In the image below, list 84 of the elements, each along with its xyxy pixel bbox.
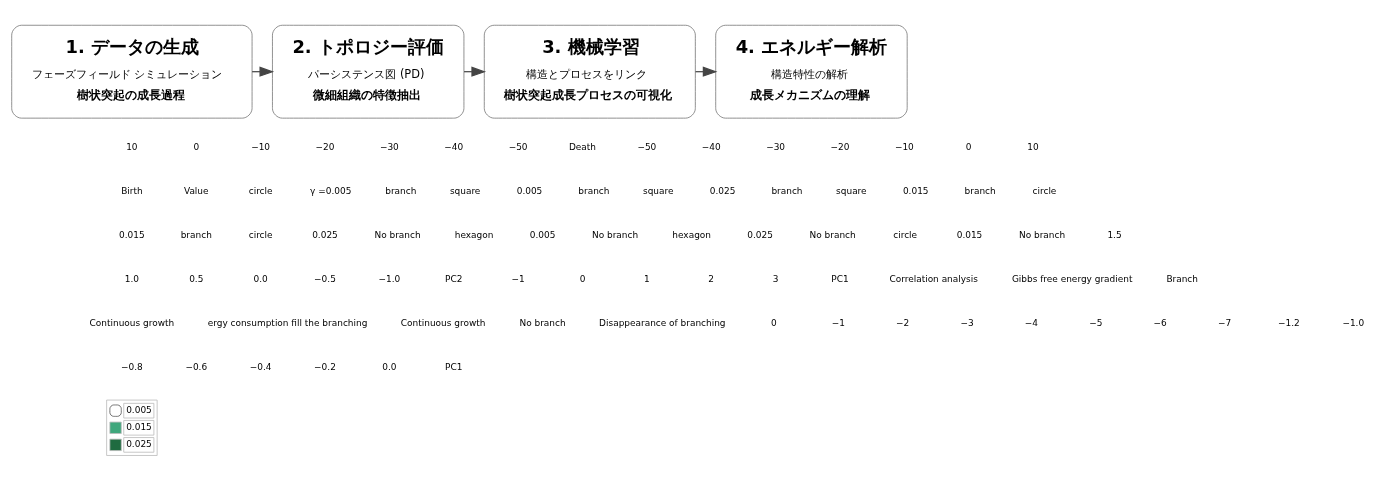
label: No branch xyxy=(1018,229,1066,240)
label: Gibbs free energy gradient xyxy=(1011,273,1133,284)
label: 0.0 xyxy=(382,361,397,372)
label: −2 xyxy=(896,317,910,328)
label: Disappearance of branching xyxy=(599,317,726,328)
label: 0 xyxy=(579,273,586,284)
label: −6 xyxy=(1153,317,1167,328)
label: hexagon xyxy=(454,229,494,240)
label: 1.0 xyxy=(124,273,140,284)
label: −40 xyxy=(701,141,721,152)
label: −20 xyxy=(315,141,335,152)
label: PC2 xyxy=(445,273,463,284)
label: −20 xyxy=(830,141,850,152)
label: 1.5 xyxy=(1107,229,1122,240)
label: 0.005 xyxy=(516,185,543,196)
label: 0 xyxy=(965,141,972,152)
label: −0.4 xyxy=(249,361,272,372)
label: 0 xyxy=(771,317,777,328)
label: −1 xyxy=(511,273,525,284)
label: −10 xyxy=(251,141,271,152)
label: 0.0 xyxy=(253,273,268,284)
label: −3 xyxy=(960,317,974,328)
label: Birth xyxy=(121,185,143,196)
legend-label: 0.005 xyxy=(126,404,152,415)
label: γ =0.005 xyxy=(310,185,352,196)
label: −5 xyxy=(1089,317,1103,328)
label: branch xyxy=(180,229,212,240)
label: 1 xyxy=(644,273,650,284)
label: −50 xyxy=(508,141,528,152)
legend-label: 0.025 xyxy=(126,438,152,449)
label: −0.5 xyxy=(314,273,336,284)
label: ergy consumption fill the branching xyxy=(207,317,368,328)
label: 2 xyxy=(708,273,715,284)
label: Correlation analysis xyxy=(889,273,978,284)
label: No branch xyxy=(592,229,639,240)
label: −0.8 xyxy=(121,361,143,372)
label: −7 xyxy=(1217,317,1232,328)
label: −50 xyxy=(637,141,657,152)
label: −0.2 xyxy=(314,361,336,372)
label: 0.5 xyxy=(189,273,204,284)
label: Death xyxy=(568,141,597,152)
label: No branch xyxy=(519,317,566,328)
label: 0.015 xyxy=(956,229,983,240)
label: 10 xyxy=(1027,141,1039,152)
label: Value xyxy=(183,185,209,196)
label: circle xyxy=(1032,185,1057,196)
label: 0.015 xyxy=(902,185,929,196)
label: 0.025 xyxy=(312,229,338,240)
label: −0.6 xyxy=(185,361,208,372)
label: circle xyxy=(248,229,273,240)
label: −1 xyxy=(831,317,845,328)
label: circle xyxy=(893,229,918,240)
label: −10 xyxy=(894,141,914,152)
label: −1.0 xyxy=(1342,317,1365,328)
label: Branch xyxy=(1166,273,1198,284)
label: 0.005 xyxy=(529,229,556,240)
label: PC1 xyxy=(831,273,849,284)
label: Continuous growth xyxy=(400,317,486,328)
label: branch xyxy=(578,185,610,196)
label: branch xyxy=(385,185,417,196)
label: 10 xyxy=(126,141,138,152)
label: hexagon xyxy=(672,229,711,240)
label: 0.015 xyxy=(119,229,145,240)
label: 0.025 xyxy=(709,185,736,196)
label: −30 xyxy=(766,141,786,152)
label: 3 xyxy=(772,273,779,284)
label: square xyxy=(836,185,867,196)
label: square xyxy=(449,185,481,196)
label: −1.0 xyxy=(378,273,401,284)
label: No branch xyxy=(374,229,421,240)
label: circle xyxy=(248,185,273,196)
label: −1.2 xyxy=(1278,317,1300,328)
label: −40 xyxy=(444,141,464,152)
label: −4 xyxy=(1024,317,1039,328)
label: branch xyxy=(964,185,996,196)
label: branch xyxy=(771,185,803,196)
label: 0.025 xyxy=(747,229,773,240)
label: 0 xyxy=(193,141,200,152)
label: PC1 xyxy=(445,361,463,372)
legend-label: 0.015 xyxy=(126,421,152,432)
label: No branch xyxy=(809,229,856,240)
label: square xyxy=(643,185,674,196)
label: −30 xyxy=(379,141,399,152)
label: Continuous growth xyxy=(89,317,175,328)
